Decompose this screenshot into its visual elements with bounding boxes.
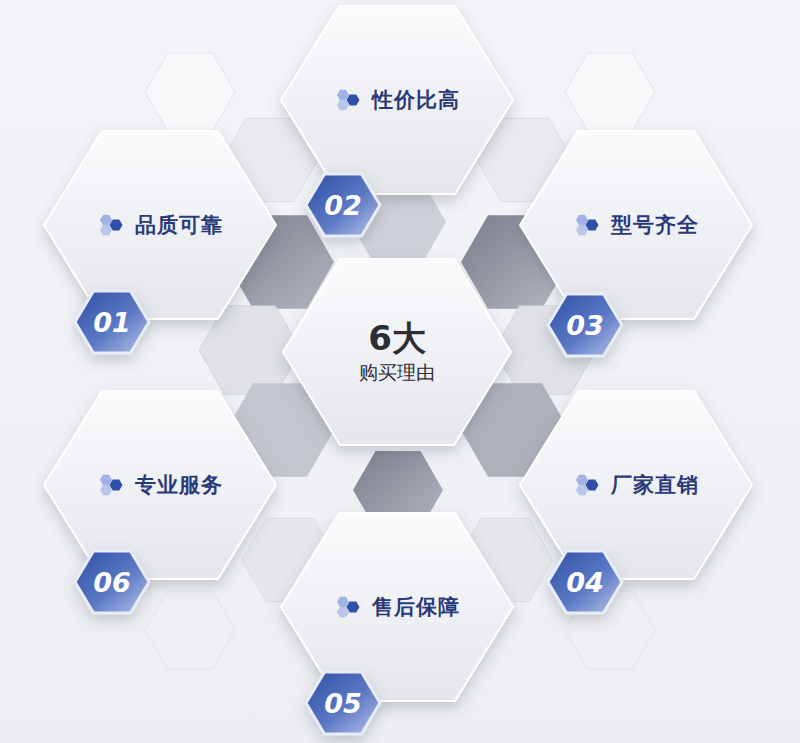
background-hex: [565, 53, 655, 131]
center-subtitle: 购买理由: [359, 359, 435, 386]
hex-icon: [334, 88, 364, 112]
center-heading: 6大: [368, 318, 426, 359]
background-hex: [145, 591, 235, 669]
callout-number: 05: [324, 688, 362, 719]
reason-hexagon: 性价比高: [281, 6, 513, 194]
reason-label: 专业服务: [135, 471, 223, 499]
reason-label: 售后保障: [372, 593, 460, 621]
callout-number: 04: [566, 567, 604, 598]
hex-icon: [97, 473, 127, 497]
reason-hexagon: 厂家直销: [520, 391, 752, 579]
number-badge: 04: [548, 551, 622, 613]
reason-hexagon: 品质可靠: [44, 131, 276, 319]
hex-icon: [334, 595, 364, 619]
reason-label: 性价比高: [372, 86, 460, 114]
callout-number: 03: [566, 310, 604, 341]
number-badge: 02: [306, 174, 380, 236]
number-badge: 01: [75, 291, 149, 353]
number-badge: 03: [548, 294, 622, 356]
reason-hexagon: 售后保障: [281, 513, 513, 701]
reason-hexagon: 专业服务: [44, 391, 276, 579]
hex-icon: [573, 213, 603, 237]
reason-label: 型号齐全: [611, 211, 699, 239]
background-hex: [145, 53, 235, 131]
callout-number: 01: [93, 307, 131, 338]
hex-icon: [573, 473, 603, 497]
number-badge: 05: [306, 672, 380, 734]
reason-label: 品质可靠: [135, 211, 223, 239]
center-hexagon: 6大购买理由: [283, 259, 511, 445]
reason-hexagon: 型号齐全: [520, 131, 752, 319]
reason-label: 厂家直销: [611, 471, 699, 499]
callout-number: 02: [324, 190, 362, 221]
hex-icon: [97, 213, 127, 237]
number-badge: 06: [75, 551, 149, 613]
callout-number: 06: [93, 567, 131, 598]
